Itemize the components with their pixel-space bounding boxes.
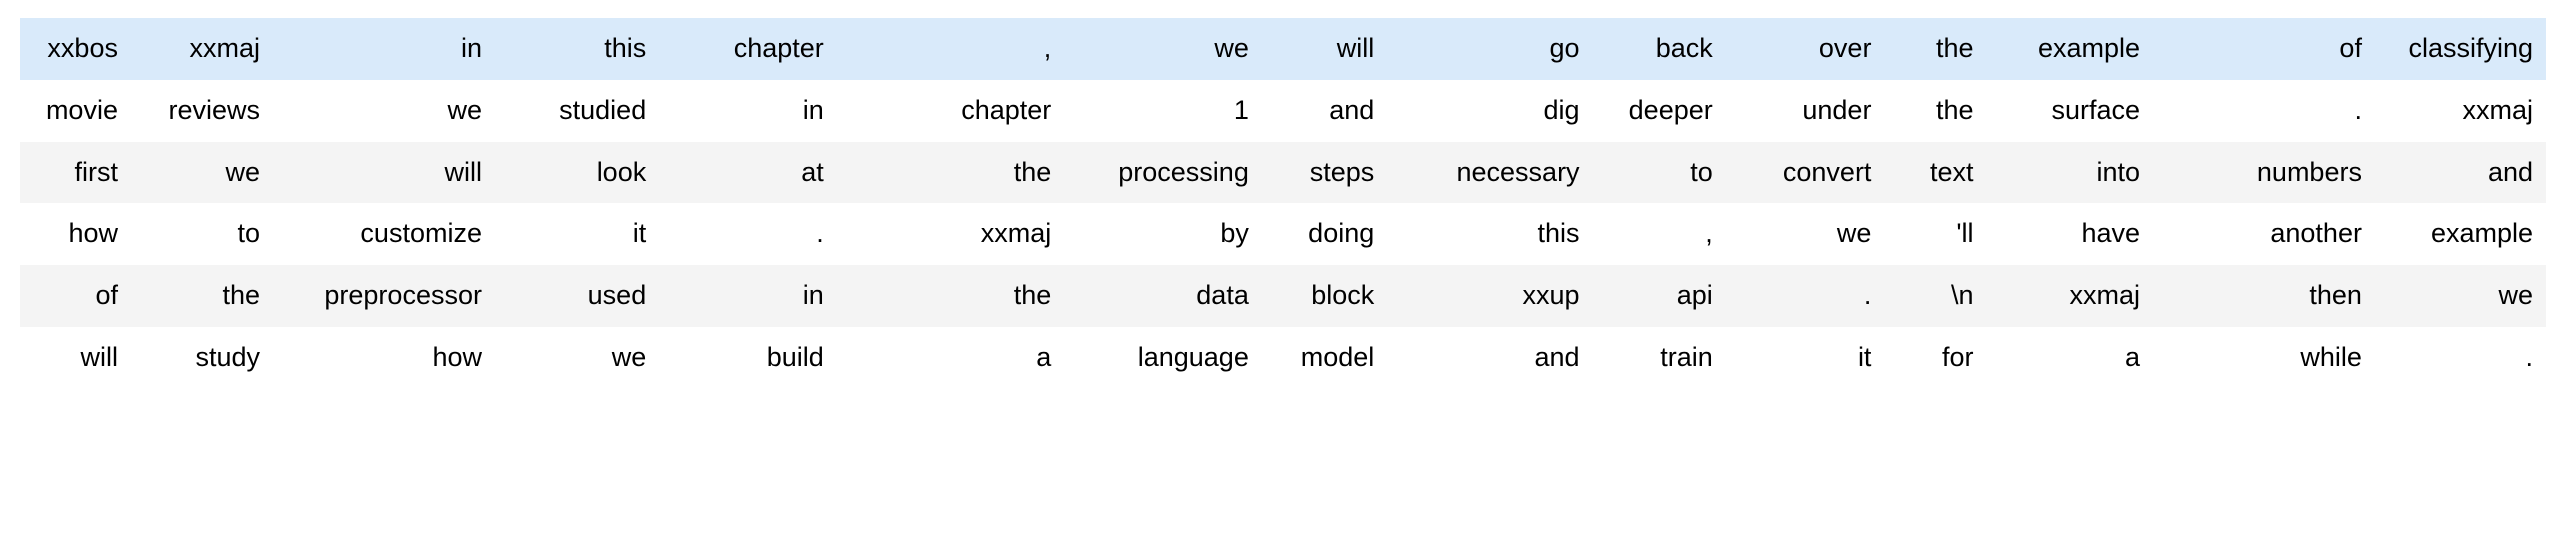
token-cell: .	[2153, 79, 2375, 142]
token-cell: will	[1261, 18, 1388, 80]
token-cell: .	[659, 203, 837, 265]
token-cell: .	[2374, 326, 2546, 389]
token-cell: go	[1387, 18, 1593, 80]
token-cell: of	[20, 265, 131, 327]
token-cell: .	[1725, 265, 1885, 327]
token-cell: in	[273, 18, 495, 80]
token-cell: surface	[1986, 79, 2153, 142]
token-cell: we	[130, 141, 274, 204]
token-cell: while	[2153, 326, 2375, 389]
token-cell: the	[836, 141, 1065, 204]
token-cell: xxmaj	[2374, 79, 2546, 142]
token-cell: block	[1261, 265, 1388, 327]
token-cell: we	[2374, 265, 2546, 327]
token-cell: by	[1064, 203, 1262, 265]
token-cell: a	[836, 326, 1065, 389]
token-cell: back	[1592, 18, 1726, 80]
token-cell: and	[1261, 79, 1388, 142]
token-cell: over	[1725, 18, 1885, 80]
token-cell: look	[494, 141, 660, 204]
token-cell: we	[494, 326, 660, 389]
token-cell: studied	[494, 79, 660, 142]
token-cell: dig	[1387, 79, 1593, 142]
token-cell: this	[1387, 203, 1593, 265]
token-cell: it	[1725, 326, 1885, 389]
token-cell: model	[1261, 326, 1388, 389]
token-cell: xxmaj	[836, 203, 1065, 265]
token-cell: at	[659, 141, 837, 204]
token-cell: api	[1592, 265, 1726, 327]
token-cell: in	[659, 265, 837, 327]
token-cell: chapter	[836, 79, 1065, 142]
token-cell: to	[130, 203, 274, 265]
token-cell: chapter	[659, 18, 837, 80]
token-cell: build	[659, 326, 837, 389]
token-cell: under	[1725, 79, 1885, 142]
token-cell: have	[1986, 203, 2153, 265]
token-cell: how	[20, 203, 131, 265]
token-cell: and	[1387, 326, 1593, 389]
token-cell: doing	[1261, 203, 1388, 265]
token-cell: we	[273, 79, 495, 142]
token-cell: \n	[1884, 265, 1987, 327]
token-cell: steps	[1261, 141, 1388, 204]
token-cell: the	[1884, 79, 1987, 142]
token-cell: xxbos	[20, 18, 131, 80]
token-cell: ,	[836, 18, 1065, 80]
token-cell: in	[659, 79, 837, 142]
token-cell: xxmaj	[130, 18, 274, 80]
token-cell: language	[1064, 326, 1262, 389]
token-cell: movie	[20, 79, 131, 142]
token-cell: text	[1884, 141, 1987, 204]
token-cell: data	[1064, 265, 1262, 327]
token-cell: customize	[273, 203, 495, 265]
token-cell: will	[273, 141, 495, 204]
token-cell: of	[2153, 18, 2375, 80]
token-cell: we	[1064, 18, 1262, 80]
token-cell: the	[130, 265, 274, 327]
token-cell: to	[1592, 141, 1726, 204]
token-cell: 1	[1064, 79, 1262, 142]
token-cell: used	[494, 265, 660, 327]
token-cell: study	[130, 326, 274, 389]
token-cell: train	[1592, 326, 1726, 389]
token-cell: how	[273, 326, 495, 389]
token-cell: convert	[1725, 141, 1885, 204]
token-cell: a	[1986, 326, 2153, 389]
token-cell: necessary	[1387, 141, 1593, 204]
token-cell: will	[20, 326, 131, 389]
token-cell: we	[1725, 203, 1885, 265]
token-cell: for	[1884, 326, 1987, 389]
token-cell: processing	[1064, 141, 1262, 204]
token-cell: xxup	[1387, 265, 1593, 327]
token-cell: ,	[1592, 203, 1726, 265]
token-cell: first	[20, 141, 131, 204]
token-cell: example	[2374, 203, 2546, 265]
token-cell: and	[2374, 141, 2546, 204]
token-cell: preprocessor	[273, 265, 495, 327]
token-cell: it	[494, 203, 660, 265]
token-cell: this	[494, 18, 660, 80]
token-cell: into	[1986, 141, 2153, 204]
token-cell: the	[836, 265, 1065, 327]
token-cell: 'll	[1884, 203, 1987, 265]
token-cell: deeper	[1592, 79, 1726, 142]
token-cell: xxmaj	[1986, 265, 2153, 327]
token-cell: the	[1884, 18, 1987, 80]
token-cell: numbers	[2153, 141, 2375, 204]
token-cell: another	[2153, 203, 2375, 265]
token-cell: classifying	[2374, 18, 2546, 80]
token-cell: then	[2153, 265, 2375, 327]
token-cell: reviews	[130, 79, 274, 142]
token-cell: example	[1986, 18, 2153, 80]
